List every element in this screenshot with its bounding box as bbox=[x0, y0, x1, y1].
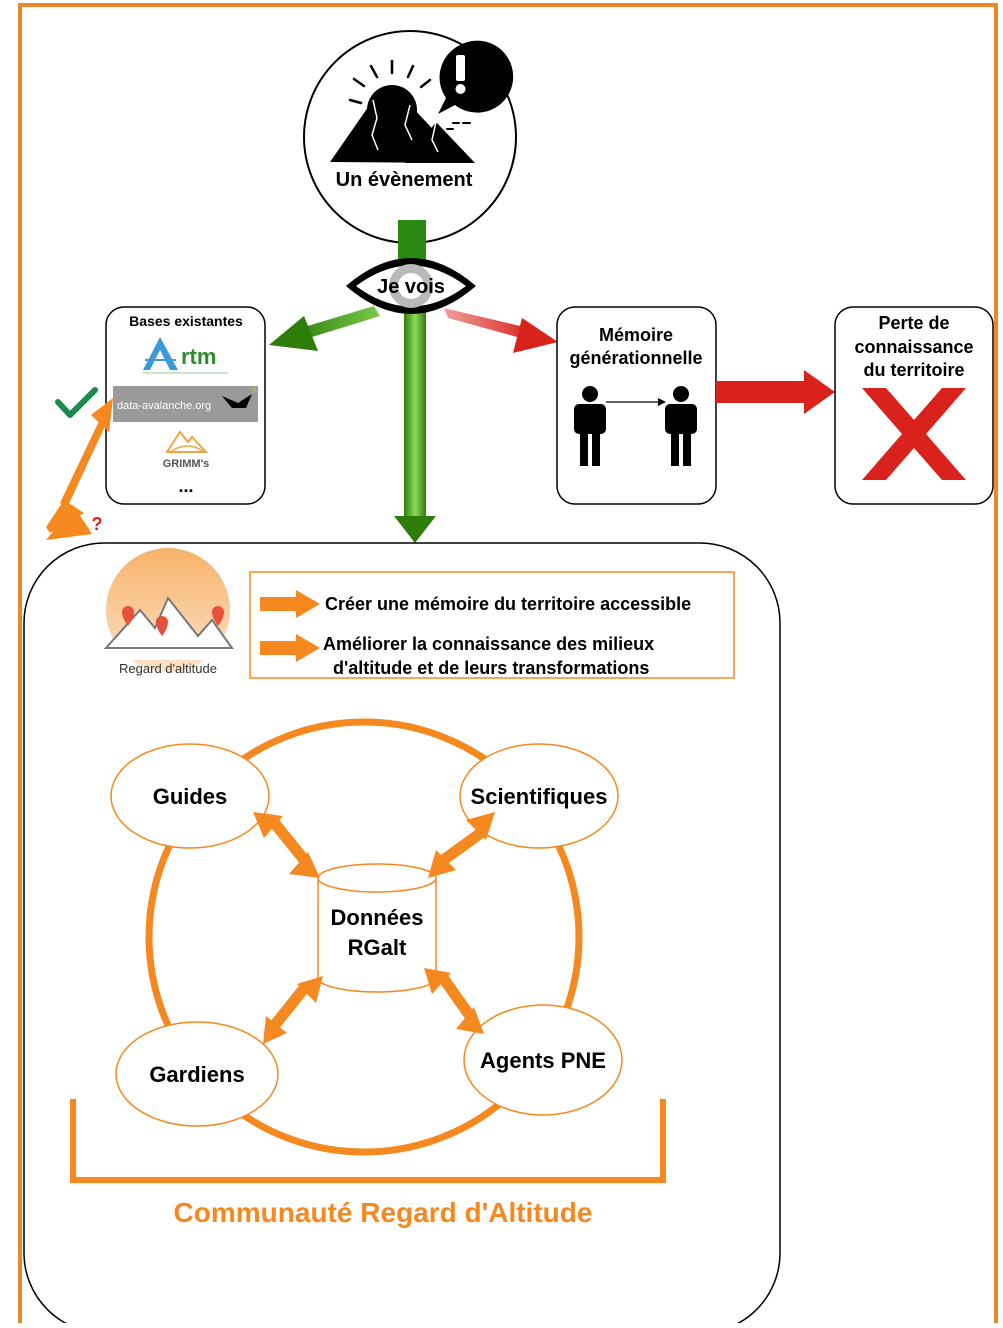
eye-icon bbox=[346, 258, 476, 314]
arrow-to-community bbox=[394, 305, 436, 543]
check-icon bbox=[55, 387, 98, 418]
data-avalanche-label: data-avalanche.org bbox=[117, 400, 211, 412]
event-to-eye-connector bbox=[398, 220, 426, 262]
cross-icon bbox=[862, 388, 966, 480]
goal-2-line1: Améliorer la connaissance des milieux bbox=[323, 634, 654, 654]
community-title: Communauté Regard d'Altitude bbox=[174, 1197, 593, 1228]
regard-altitude-logo: Regard d'altitude bbox=[100, 548, 240, 676]
node-gardiens-label: Gardiens bbox=[149, 1062, 244, 1087]
goal-2-line2: d'altitude et de leurs transformations bbox=[333, 658, 649, 678]
database-line1: Données bbox=[331, 905, 424, 930]
eye-node: Je vois bbox=[346, 258, 476, 314]
perte-title-line3: du territoire bbox=[863, 360, 964, 380]
mountain-event-icon: ! bbox=[330, 40, 514, 163]
bases-more: ... bbox=[178, 476, 193, 496]
link-agents-database bbox=[424, 968, 484, 1034]
transmission-arrow-icon bbox=[606, 398, 666, 406]
outer-frame bbox=[18, 3, 998, 1328]
arrow-to-memoire bbox=[444, 308, 558, 353]
rtm-label: rtm bbox=[181, 344, 216, 369]
node-scientifiques: Scientifiques bbox=[459, 743, 619, 849]
memoire-title-line2: générationnelle bbox=[569, 348, 702, 368]
link-guides-database bbox=[253, 812, 320, 878]
bases-community-link bbox=[46, 398, 113, 540]
bases-title: Bases existantes bbox=[129, 313, 243, 329]
memoire-title-line1: Mémoire bbox=[599, 325, 673, 345]
node-scientifiques-label: Scientifiques bbox=[471, 784, 608, 809]
event-node: ! Un évènement bbox=[303, 30, 517, 244]
grimm-label: GRIMM's bbox=[163, 458, 210, 470]
link-gardiens-database bbox=[263, 976, 323, 1044]
goal-arrow-icon-2 bbox=[260, 634, 320, 662]
goals-box: Créer une mémoire du territoire accessib… bbox=[249, 571, 735, 679]
arrow-to-perte bbox=[716, 370, 835, 414]
perte-box: Perte de connaissance du territoire bbox=[834, 306, 994, 505]
node-guides-label: Guides bbox=[153, 784, 228, 809]
node-agents: Agents PNE bbox=[463, 1004, 623, 1116]
grimm-logo: GRIMM's bbox=[163, 430, 210, 470]
goal-1-line1: Créer une mémoire du territoire accessib… bbox=[325, 594, 691, 614]
link-scientifiques-database bbox=[428, 812, 495, 878]
node-agents-label: Agents PNE bbox=[480, 1048, 606, 1073]
node-gardiens: Gardiens bbox=[115, 1021, 279, 1127]
person-icon-right bbox=[665, 386, 697, 466]
perte-title-line2: connaissance bbox=[854, 337, 973, 357]
svg-text:?: ? bbox=[252, 387, 257, 396]
database-node: Données RGalt bbox=[317, 863, 437, 993]
memoire-box: Mémoire générationnelle bbox=[556, 306, 717, 505]
data-avalanche-logo: data-avalanche.org ? bbox=[113, 386, 258, 422]
eye-label: Je vois bbox=[377, 276, 445, 298]
community-bracket bbox=[70, 1099, 666, 1183]
arrow-to-bases bbox=[269, 306, 380, 351]
database-line2: RGalt bbox=[348, 935, 407, 960]
community-ring bbox=[145, 718, 583, 1156]
rtm-logo: rtm bbox=[143, 337, 228, 374]
perte-title-line1: Perte de bbox=[878, 313, 949, 333]
node-guides: Guides bbox=[110, 743, 270, 849]
person-icon-left bbox=[574, 386, 606, 466]
event-label: Un évènement bbox=[336, 169, 473, 191]
logo-caption: Regard d'altitude bbox=[119, 661, 217, 676]
bases-box: Bases existantes rtm data-avalanche.org … bbox=[105, 306, 266, 505]
community-box bbox=[23, 542, 781, 1328]
goal-arrow-icon-1 bbox=[260, 590, 320, 618]
question-mark: ? bbox=[92, 514, 103, 534]
